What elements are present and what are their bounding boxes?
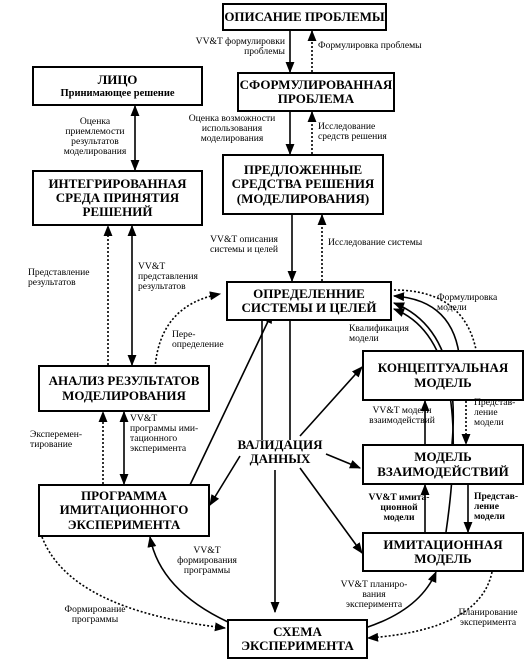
label-program-form: Формирование программы: [64, 604, 126, 626]
box-integrated-environment-text: ИНТЕГРИРОВАННАЯ СРЕДА ПРИНЯТИЯ РЕШЕНИЙ: [48, 175, 187, 220]
label-possibility: Оценка возможности использования моделир…: [188, 113, 276, 145]
arrow-validation-conceptual: [299, 366, 363, 437]
box-conceptual-model: КОНЦЕПТУАЛЬНАЯ МОДЕЛЬ: [362, 350, 524, 401]
box-proposed-tools-text: ПРЕДЛОЖЕННЫЕ СРЕДСТВА РЕШЕНИЯ (МОДЕЛИРОВ…: [231, 162, 375, 206]
arrow-validation-simulation: [299, 467, 363, 554]
label-experimenting: Эксперемен- тирование: [30, 429, 83, 451]
box-experiment-scheme: СХЕМА ЭКСПЕРИМЕНТА: [227, 619, 368, 659]
box-interaction-model-text: МОДЕЛЬ ВЗАИМОДЕЙСТВИЙ: [377, 449, 509, 479]
label-model-formulation: Формулировка модели: [437, 292, 498, 314]
label-planning: Планирование эксперимента: [458, 607, 518, 629]
arrow-program-system: [189, 311, 273, 486]
box-interaction-model: МОДЕЛЬ ВЗАИМОДЕЙСТВИЙ: [362, 444, 524, 485]
box-decision-maker-title: ЛИЦО: [97, 71, 138, 87]
label-tools-research: Исследование средств решения: [318, 121, 387, 143]
label-vvt-presentation: VV&T представления результатов: [138, 261, 198, 293]
box-system-definition: ОПРЕДЕЛЕННИЕ СИСТЕМЫ И ЦЕЛЕЙ: [226, 281, 392, 321]
label-qualification: Квалификация модели: [349, 323, 409, 345]
box-simulation-model: ИМИТАЦИОННАЯ МОДЕЛЬ: [362, 532, 524, 572]
box-decision-maker: ЛИЦО Принимающее решение: [32, 66, 203, 106]
label-vvt-program: VV&T программы ими- тационного экспериме…: [130, 413, 199, 455]
label-vvt-system: VV&T описания системы и целей: [209, 234, 279, 256]
arrow-validation-program: [209, 455, 241, 506]
box-system-definition-text: ОПРЕДЕЛЕННИЕ СИСТЕМЫ И ЦЕЛЕЙ: [241, 285, 377, 315]
box-results-analysis: АНАЛИЗ РЕЗУЛЬТАТОВ МОДЕЛИРОВАНИЯ: [38, 365, 210, 412]
box-simulation-model-text: ИМИТАЦИОННАЯ МОДЕЛЬ: [383, 536, 503, 566]
label-presentation: Представление результатов: [28, 267, 90, 289]
box-formulated-problem: СФОРМУЛИРОВАННАЯ ПРОБЛЕМА: [237, 72, 395, 112]
label-vvt-program-form: VV&T формирования программы: [177, 545, 237, 577]
label-vvt-planning: VV&T планиро- вания эксперимента: [340, 579, 408, 611]
arrow-vvt-planning: [364, 570, 437, 629]
label-redefinition: Пере- определение: [172, 329, 224, 351]
arrow-planning: [366, 571, 493, 642]
arrow-program-form: [41, 536, 227, 632]
arrow-model-formulation: [393, 289, 482, 364]
box-results-analysis-text: АНАЛИЗ РЕЗУЛЬТАТОВ МОДЕЛИРОВАНИЯ: [48, 373, 200, 403]
label-acceptability: Оценка приемлемости результатов моделиро…: [63, 116, 127, 158]
box-problem-description: ОПИСАНИЕ ПРОБЛЕМЫ: [222, 3, 387, 31]
box-experiment-program: ПРОГРАММА ИМИТАЦИОННОГО ЭКСПЕРИМЕНТА: [38, 484, 210, 537]
label-model-presentation-2: Представ- ление модели: [474, 491, 519, 523]
box-decision-maker-subtitle: Принимающее решение: [60, 87, 175, 99]
arrow-validation-interaction: [325, 453, 362, 469]
box-experiment-program-text: ПРОГРАММА ИМИТАЦИОННОГО ЭКСПЕРИМЕНТА: [59, 488, 189, 532]
box-integrated-environment: ИНТЕГРИРОВАННАЯ СРЕДА ПРИНЯТИЯ РЕШЕНИЙ: [32, 170, 203, 226]
label-formulation: Формулировка проблемы: [318, 40, 422, 51]
arrow-qualification-1: [392, 292, 461, 363]
box-problem-description-text: ОПИСАНИЕ ПРОБЛЕМЫ: [224, 8, 385, 24]
label-model-presentation: Представ- ление модели: [474, 397, 516, 429]
label-system-research: Исследование системы: [328, 237, 423, 248]
box-proposed-tools: ПРЕДЛОЖЕННЫЕ СРЕДСТВА РЕШЕНИЯ (МОДЕЛИРОВ…: [222, 154, 384, 215]
data-validation-label: ВАЛИДАЦИЯ ДАННЫХ: [237, 437, 323, 467]
label-vvt-simulation: VV&T имита- ционной модели: [368, 492, 430, 524]
arrow-redefinition: [154, 291, 222, 369]
label-vvt-interaction: VV&T модели взаимодействий: [369, 405, 435, 427]
arrow-vvt-program-form: [147, 535, 229, 623]
box-conceptual-model-text: КОНЦЕПТУАЛЬНАЯ МОДЕЛЬ: [377, 360, 509, 390]
box-experiment-scheme-text: СХЕМА ЭКСПЕРИМЕНТА: [241, 623, 354, 653]
box-formulated-problem-text: СФОРМУЛИРОВАННАЯ ПРОБЛЕМА: [239, 76, 393, 106]
label-vvt-formulation: VV&T формулировки проблемы: [195, 36, 285, 58]
